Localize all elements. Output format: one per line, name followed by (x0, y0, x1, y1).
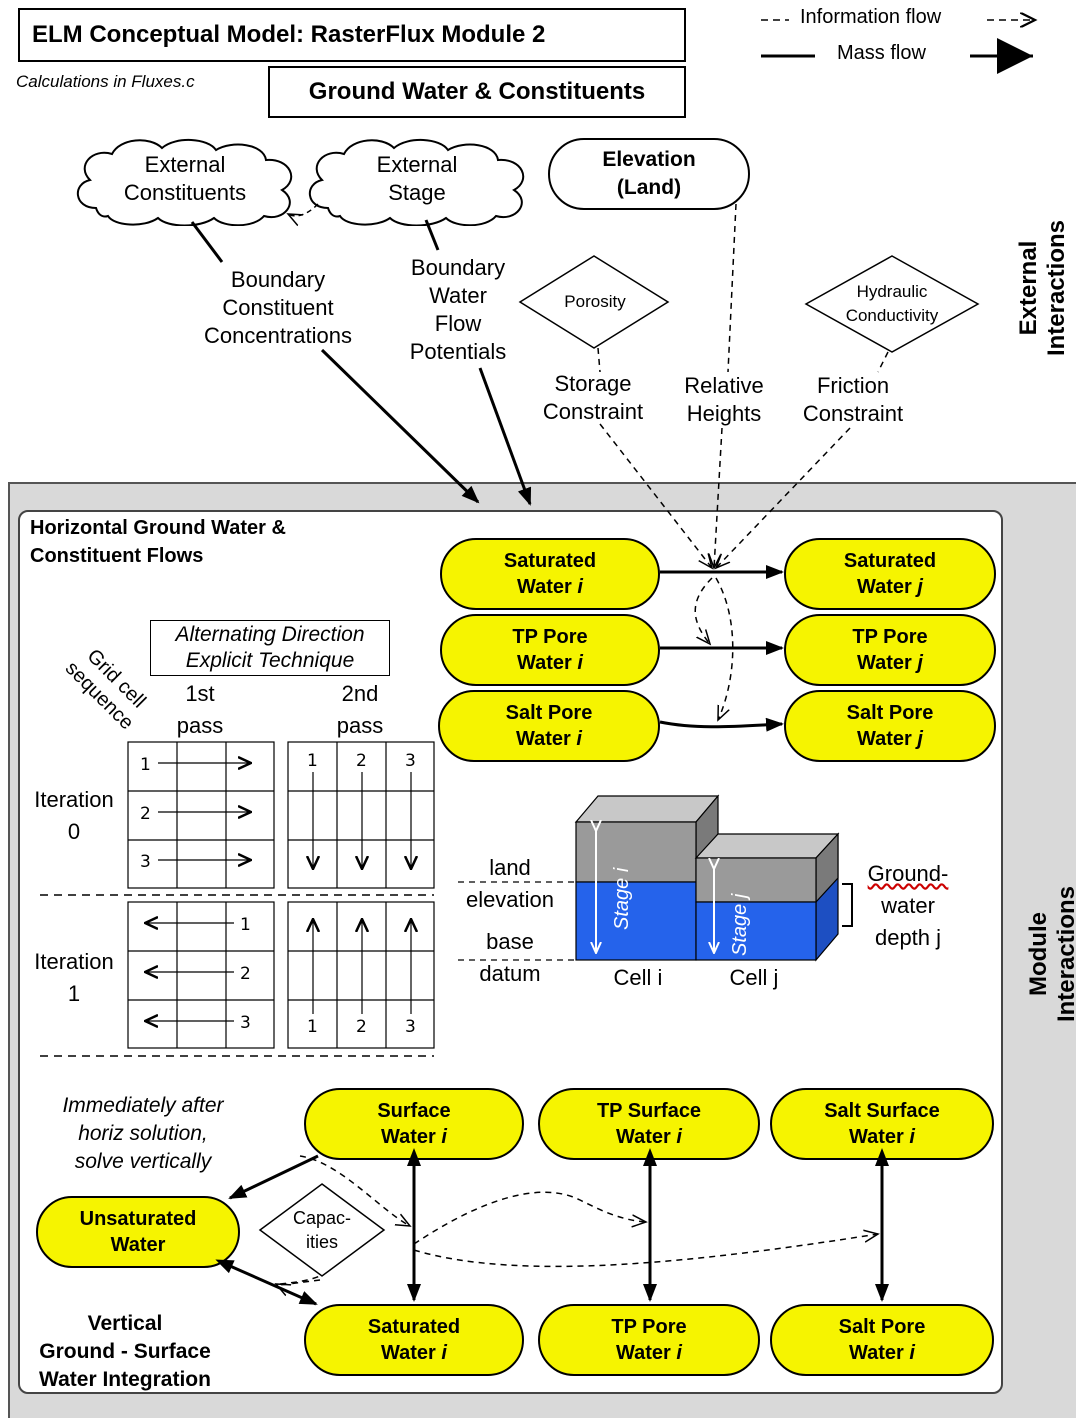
grid-num: 3 (405, 751, 416, 771)
elevation-land: Elevation(Land) (548, 138, 750, 210)
grid-num: 3 (405, 1017, 416, 1037)
cell-block-diagram: Stage i Stage j (458, 794, 853, 962)
stage-i-label: Stage i (611, 867, 633, 930)
grid-num: 1 (307, 751, 318, 771)
grid-num: 2 (356, 1017, 367, 1037)
diamond-layer (518, 255, 980, 353)
legend-lines (761, 4, 1055, 74)
legend: Information flow Mass flow (755, 4, 1055, 80)
horizontal-title: Horizontal Ground Water &Constituent Flo… (30, 517, 286, 567)
porosity-diamond (518, 255, 670, 349)
cloud-shape-constituents (76, 138, 293, 226)
grid-num: 3 (240, 1013, 251, 1033)
porosity-label: Porosity (564, 292, 626, 311)
grid-num: 2 (240, 964, 251, 984)
cell-j-label: Cell j (729, 965, 779, 990)
grid-num: 2 (356, 751, 367, 771)
grid-num: 1 (140, 755, 151, 775)
grid-num: 3 (140, 852, 151, 872)
capacities-label: Capac-ities (292, 1208, 352, 1252)
cloud-shape-stage (308, 138, 525, 226)
legend-mass-label: Mass flow (837, 42, 926, 64)
section-title: Ground Water & Constituents (268, 66, 686, 118)
hydraulic-diamond (804, 255, 980, 353)
grid-num: 2 (140, 804, 151, 824)
legend-info-label: Information flow (800, 6, 942, 28)
stage-j-label: Stage j (729, 893, 751, 956)
calculations-note: Calculations in Fluxes.c (16, 72, 195, 91)
grid-num: 1 (307, 1017, 318, 1037)
cell-i-label: Cell i (613, 965, 663, 990)
diagram-title: ELM Conceptual Model: RasterFlux Module … (18, 8, 686, 62)
grid-num: 1 (240, 915, 251, 935)
